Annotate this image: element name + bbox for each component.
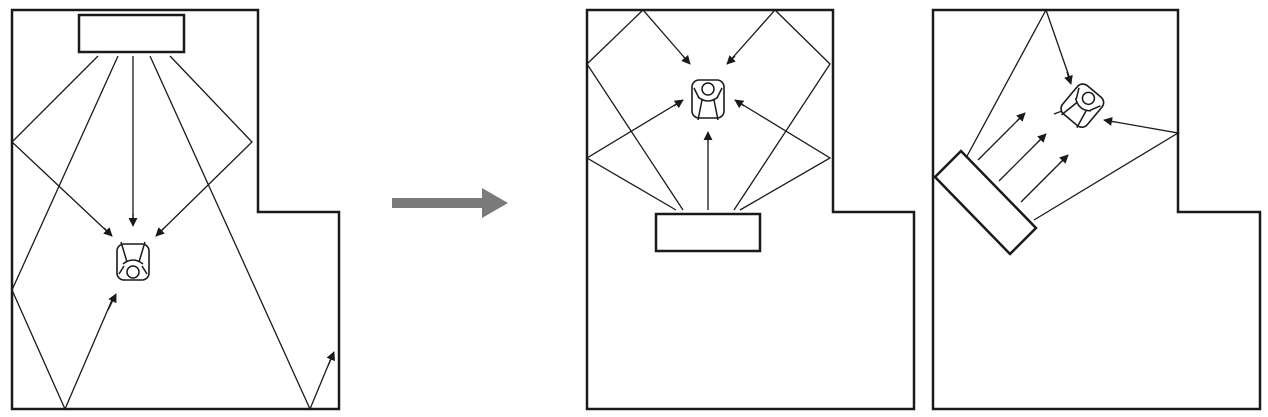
right-arrow-icon (392, 188, 508, 218)
listener-figure (691, 79, 725, 121)
listener-figure (116, 241, 150, 281)
room-outline (585, 8, 916, 411)
room-outline (10, 8, 341, 411)
room-panel-after-centered (585, 8, 916, 411)
listener-figure (1060, 83, 1105, 129)
sound-paths (585, 9, 832, 211)
speaker-rect (933, 149, 1038, 256)
speaker-rect (654, 212, 762, 253)
room-panel-before (10, 8, 341, 411)
room-outline (931, 8, 1262, 411)
room-panel-after-angled (931, 8, 1262, 411)
arrowheads (103, 214, 335, 367)
arrowheads (673, 54, 745, 142)
sound-paths (11, 55, 333, 411)
speaker-rect (77, 13, 186, 54)
arrowheads (1016, 71, 1116, 164)
